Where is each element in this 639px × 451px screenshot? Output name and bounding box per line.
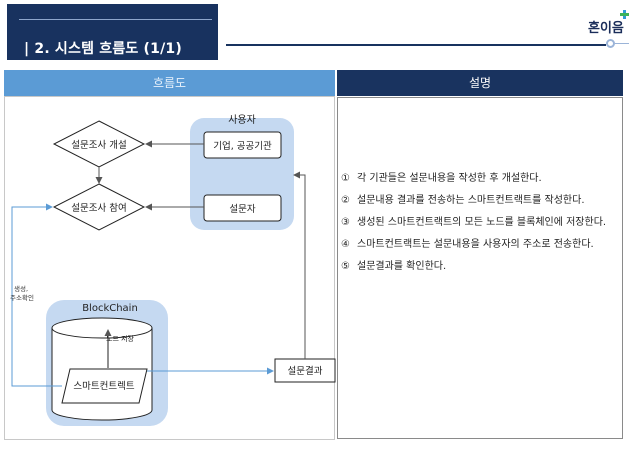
logo-text: 혼이음 bbox=[588, 21, 624, 36]
list-item-text: 각 기관들은 설문내용을 작성한 후 개설한다. bbox=[357, 173, 542, 184]
smart-contract-label: 스마트컨트렉트 bbox=[73, 381, 134, 392]
join-survey-label: 설문조사 참여 bbox=[71, 202, 126, 214]
list-item-number: ① bbox=[341, 173, 350, 184]
smart-contract-node bbox=[61, 368, 148, 404]
survey-result-label: 설문결과 bbox=[288, 366, 323, 377]
arrow-contract-to-join bbox=[11, 203, 62, 387]
list-item: ② 설문내용 결과를 전송하는 스마트컨트랙트를 작성한다. bbox=[341, 194, 611, 207]
list-item-text: 설문결과를 확인한다. bbox=[357, 261, 447, 272]
description-list: ① 각 기관들은 설문내용을 작성한 후 개설한다. ② 설문내용 결과를 전송… bbox=[341, 172, 611, 282]
blockchain-label: BlockChain bbox=[82, 303, 138, 314]
page-title: | 2. 시스템 흐름도 (1/1) bbox=[24, 41, 182, 57]
open-survey-label: 설문조사 개설 bbox=[71, 140, 126, 151]
description-panel bbox=[337, 97, 623, 439]
list-item: ⑤ 설문결과를 확인한다. bbox=[341, 260, 611, 273]
list-item: ④ 스마트컨트랙트는 설문내용을 사용자의 주소로 전송한다. bbox=[341, 238, 611, 251]
list-item-number: ④ bbox=[341, 239, 350, 250]
blockchain-db-top bbox=[51, 317, 153, 339]
arrow-result-to-user bbox=[293, 171, 306, 359]
list-item-text: 생성된 스마트컨트랙트의 모든 노드를 블록체인에 저장한다. bbox=[357, 217, 607, 228]
side-label-line1: 생성, bbox=[14, 284, 28, 293]
list-item: ③ 생성된 스마트컨트랙트의 모든 노드를 블록체인에 저장한다. bbox=[341, 216, 611, 229]
node-store-label: 노드 저장 bbox=[106, 334, 135, 343]
description-panel-title: 설명 bbox=[337, 70, 623, 96]
user-group-label: 사용자 bbox=[228, 114, 256, 126]
enterprise-node bbox=[203, 131, 282, 159]
respondent-node-label: 설문자 bbox=[229, 204, 255, 215]
list-item-number: ③ bbox=[341, 217, 350, 228]
title-rule-end bbox=[615, 43, 629, 44]
logo-plus-icon bbox=[620, 10, 629, 19]
title-rule bbox=[226, 44, 606, 46]
list-item: ① 각 기관들은 설문내용을 작성한 후 개설한다. bbox=[341, 172, 611, 185]
list-item-text: 스마트컨트랙트는 설문내용을 사용자의 주소로 전송한다. bbox=[357, 239, 594, 250]
join-survey-node bbox=[52, 183, 146, 231]
flow-panel-title: 흐름도 bbox=[4, 70, 335, 96]
title-rule-dot bbox=[606, 39, 615, 48]
title-topline bbox=[19, 19, 212, 20]
list-item-number: ⑤ bbox=[341, 261, 350, 272]
enterprise-node-label: 기업, 공공기관 bbox=[213, 140, 272, 152]
title-block: | 2. 시스템 흐름도 (1/1) bbox=[7, 4, 218, 60]
list-item-text: 설문내용 결과를 전송하는 스마트컨트랙트를 작성한다. bbox=[357, 195, 585, 206]
side-label-line2: 주소확인 bbox=[10, 293, 34, 302]
list-item-number: ② bbox=[341, 195, 350, 206]
respondent-node bbox=[203, 194, 282, 222]
